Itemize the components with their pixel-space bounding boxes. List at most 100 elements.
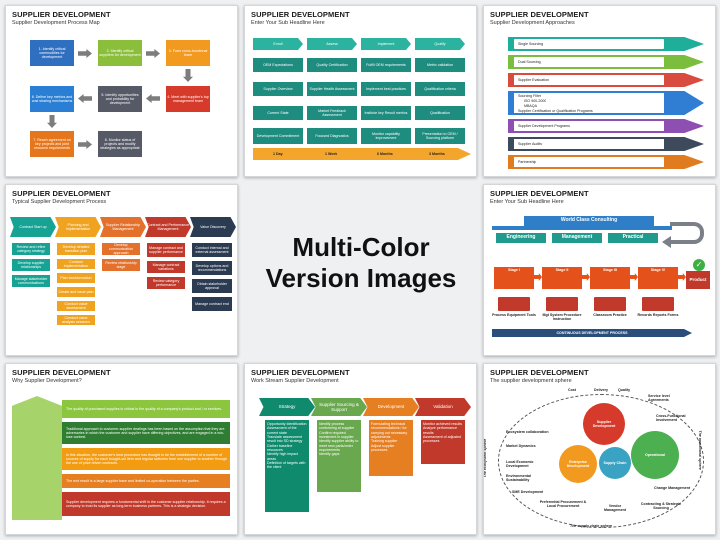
slide-process-map[interactable]: SUPPLIER DEVELOPMENT Supplier Developmen… (5, 5, 238, 177)
grid-cell: Current State (253, 106, 303, 120)
sphere-label: Environmental Sustainability (506, 474, 531, 483)
process-step-3: 3. Form cross-functional team (166, 40, 210, 66)
folder-label: Process Equipment Tools (492, 313, 536, 317)
slide-sphere[interactable]: SUPPLIER DEVELOPMENT The supplier develo… (483, 363, 716, 535)
process-header: Value Discovery (190, 217, 236, 237)
slide-typical-process[interactable]: SUPPLIER DEVELOPMENT Typical Supplier De… (5, 184, 238, 356)
approach-item: Partnership (518, 160, 537, 164)
process-step-5: 5. Identify opportunities and probabilit… (98, 86, 142, 112)
slide-why[interactable]: SUPPLIER DEVELOPMENT Why Supplier Develo… (5, 363, 238, 535)
stream-item: Confirm required investment in supplier (319, 430, 354, 439)
stage-arrow (630, 273, 638, 281)
process-step-7: 7. Reach agreement on key projects and j… (30, 131, 74, 157)
check-icon: ✓ (693, 259, 705, 271)
stream-item: Assessment of adjusted processes (423, 434, 462, 444)
slide-title: SUPPLIER DEVELOPMENT (12, 189, 111, 198)
slide-subtitle: The supplier development sphere (490, 378, 572, 384)
sphere-label: Change Management (654, 486, 691, 490)
process-task: Conduct value assessment (57, 301, 95, 311)
product-box: Product (686, 271, 710, 289)
slide-subtitle: Why Supplier Development? (12, 378, 82, 384)
approach-item: Supplier Development Programs (518, 124, 570, 128)
slide-consulting[interactable]: SUPPLIER DEVELOPMENT Enter Your Sub Head… (483, 184, 716, 356)
process-step-6: 6. Define key metrics and cost sharing m… (30, 86, 74, 112)
process-task: Review and refine category strategy (12, 243, 50, 255)
process-header: Planning and Implementation (55, 217, 101, 237)
approach-item: Supplier Evaluation (518, 78, 549, 82)
sphere-label: Cross-Functional Involvement (656, 414, 686, 423)
stream-item: Identify gaps (319, 452, 340, 457)
grid-cell: Development Commitment (253, 128, 303, 144)
process-step-1: 1. Identify critical commodities for dev… (30, 40, 74, 66)
approach-card (514, 121, 664, 131)
gear-supply-chain: Supply Chain (602, 450, 628, 476)
process-header: Contract and Performance Management (145, 217, 191, 237)
stream-column: Monitor achieved results Analyze perform… (421, 420, 465, 464)
return-arrow-head (662, 236, 671, 248)
grid-cell: Fulfill OEM requirements (361, 58, 411, 72)
stream-item: Opportunity identification (267, 422, 307, 426)
grid-cell: Focused Diagnostics (307, 128, 357, 144)
slide-title: SUPPLIER DEVELOPMENT (12, 10, 111, 19)
phase-header-assess: Assess (307, 38, 357, 50)
grid-cell: Metric validation (415, 58, 465, 72)
return-arrow (670, 222, 704, 244)
slide-subtitle: Typical Supplier Development Process (12, 199, 107, 205)
process-task: Develop detailed transition plan (57, 243, 95, 255)
stream-column: Opportunity identification Assessment of… (265, 420, 309, 512)
approach-card (514, 93, 664, 113)
timeline-label: 6 Months (377, 152, 393, 156)
process-task: Create and issue plan (57, 287, 95, 297)
slide-work-stream[interactable]: SUPPLIER DEVELOPMENT Work Stream Supplie… (244, 363, 477, 535)
operational-sphere-label: The operational sphere (697, 430, 702, 470)
approach-card (514, 39, 664, 49)
process-task: Manage contract variations (147, 261, 185, 273)
sphere-label: Ecosystem collaboration (506, 430, 549, 434)
grid-cell: Market Feedback Assessment (307, 106, 357, 120)
approach-item: Supplier Audits (518, 142, 542, 146)
approach-item: MBAQA (524, 104, 537, 108)
stream-item: Assessment of the current state (267, 426, 297, 435)
phase-header-enroll: Enroll (253, 38, 303, 50)
process-task: Review category performance (147, 277, 185, 289)
flow-arrow (146, 49, 160, 58)
stream-item: Identify supplier ability to meet new pa… (319, 439, 359, 452)
phase-management: Management (552, 233, 602, 243)
sphere-boundary (498, 394, 704, 528)
grid-cell: OEM Expectations (253, 58, 303, 72)
center-heading-line2: Version Images (265, 263, 457, 294)
folder-label: Records Reports Forms (637, 313, 679, 317)
stream-item: Monitor achieved results (423, 422, 462, 426)
stream-item: Definition of targets with the client (267, 460, 306, 470)
sphere-label: SME Development (512, 490, 544, 494)
consulting-banner: World Class Consulting (524, 216, 654, 226)
process-task: Review relationship stage (102, 259, 140, 271)
process-step-2: 2. Identify critical suppliers for devel… (98, 40, 142, 66)
slide-title: SUPPLIER DEVELOPMENT (490, 10, 589, 19)
slide-title: SUPPLIER DEVELOPMENT (12, 368, 111, 377)
flow-arrow (78, 140, 92, 149)
process-header: Contract Start up (10, 217, 56, 237)
grid-cell: Supplier Health Assessment (307, 82, 357, 96)
process-step-8: 8. Monitor status of projects and modify… (98, 131, 142, 157)
slide-title: SUPPLIER DEVELOPMENT (251, 10, 350, 19)
grid-cell: Presentation to OEM / Sourcing platform (415, 128, 465, 144)
sphere-label: Local Economic Development (506, 460, 534, 469)
approach-item: Single Sourcing (518, 42, 544, 46)
folder-label: Classroom Practice (593, 313, 627, 317)
approach-item: Dual Sourcing (518, 60, 541, 64)
timeline-label: 1 Day (273, 152, 283, 156)
slide-subtitle: Enter Your Sub Headline Here (490, 199, 564, 205)
sphere-label: Quality (618, 388, 631, 392)
slide-enroll-assess[interactable]: SUPPLIER DEVELOPMENT Enter Your Sub Head… (244, 5, 477, 177)
folder-label: Mgt System Procedure Instruction (542, 313, 582, 322)
process-header: Supplier Relationship Management (100, 217, 146, 237)
grid-cell: Implement best practices (361, 82, 411, 96)
slide-subtitle: Supplier Development Process Map (12, 20, 100, 26)
stage-box: Stage IV (638, 267, 678, 289)
folder-icon (546, 297, 578, 311)
slide-approaches[interactable]: SUPPLIER DEVELOPMENT Supplier Developmen… (483, 5, 716, 177)
sphere-label: Delivery (594, 388, 608, 392)
slide-subtitle: Enter Your Sub Headline Here (251, 20, 325, 26)
grid-cell: Supplier Overview (253, 82, 303, 96)
